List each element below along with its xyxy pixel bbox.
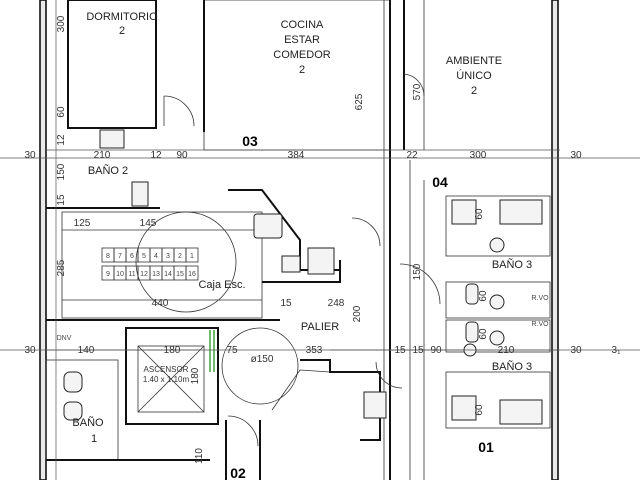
room-ascensor-size: 1.40 x 1.10m: [143, 375, 190, 384]
room-ambiente-number: 2: [471, 85, 477, 97]
dim-180: 180: [164, 345, 181, 356]
stair-step-number: 3: [166, 253, 170, 260]
dim-140: 140: [78, 345, 95, 356]
door-swings: [163, 73, 441, 447]
stair-step-number: 15: [176, 271, 184, 278]
dim-180-v: 180: [190, 367, 201, 384]
stair-step-number: 11: [128, 271, 135, 278]
green-marks: [209, 330, 215, 372]
dim-22: 22: [406, 150, 418, 161]
room-bano3-top: BAÑO 3: [492, 258, 532, 271]
stair-step-number: 5: [142, 253, 146, 260]
unit-03: 03: [242, 133, 258, 149]
dim-15-b: 15: [280, 298, 292, 309]
dim-15-d: 15: [412, 345, 424, 356]
room-cocina-line2: ESTAR: [284, 34, 320, 46]
dim-625: 625: [354, 93, 365, 110]
dim-12-a: 12: [56, 134, 67, 146]
room-ascensor-name: ASCENSOR: [144, 365, 189, 374]
room-bano1-number: 1: [91, 433, 97, 445]
unit-04: 04: [432, 174, 448, 190]
dim-60-a: 60: [56, 106, 67, 118]
stair-step-number: 1: [190, 253, 194, 260]
dim-phi150: ø150: [251, 354, 274, 365]
room-labels: DORMITORIO 2 COCINA ESTAR COMEDOR 2 AMBI…: [72, 11, 532, 445]
dim-300-right: 300: [470, 150, 487, 161]
label-dnv: DNV: [57, 335, 72, 342]
room-caja-esc: Caja Esc.: [198, 279, 245, 291]
walls: [39, 0, 560, 480]
stair-step-number: 12: [140, 271, 148, 278]
stair-step-number: 10: [116, 271, 124, 278]
dim-285: 285: [56, 259, 67, 276]
dim-12-b: 12: [150, 150, 162, 161]
stair-step-number: 7: [118, 253, 122, 260]
room-bano1-name: BAÑO: [72, 416, 104, 429]
dim-248: 248: [328, 298, 345, 309]
stair-step-number: 14: [164, 271, 172, 278]
room-bano3-bottom: BAÑO 3: [492, 360, 532, 373]
stair-step-number: 13: [152, 271, 160, 278]
dim-210-b: 210: [498, 345, 515, 356]
dim-31: 3₁: [612, 345, 622, 356]
room-cocina-number: 2: [299, 64, 305, 76]
dim-110: 110: [194, 448, 205, 464]
dim-200: 200: [352, 305, 363, 322]
unit-02: 02: [230, 465, 246, 480]
room-palier: PALIER: [301, 321, 339, 333]
dim-125: 125: [74, 218, 91, 229]
label-rv-1: R.VO: [531, 295, 549, 302]
dim-30-mr: 30: [570, 345, 582, 356]
dim-15-v: 15: [56, 194, 67, 206]
unit-01: 01: [478, 439, 494, 455]
dim-30-tr: 30: [570, 150, 582, 161]
dim-150-r: 150: [412, 263, 423, 280]
dim-384: 384: [288, 150, 305, 161]
room-cocina-line3: COMEDOR: [273, 49, 331, 61]
room-bano2: BAÑO 2: [88, 164, 128, 177]
dim-60-b: 60: [474, 208, 485, 220]
dim-440: 440: [152, 298, 169, 309]
room-ambiente-line1: AMBIENTE: [446, 55, 502, 67]
dim-60-e: 60: [474, 404, 485, 416]
dim-90: 90: [176, 150, 188, 161]
room-ambiente-line2: ÚNICO: [456, 69, 492, 82]
dim-60-d: 60: [478, 328, 489, 340]
unit-labels: 03 04 01 02: [230, 133, 494, 480]
stair-step-number: 16: [188, 271, 196, 278]
dim-145: 145: [140, 218, 157, 229]
stair-step: [185, 265, 199, 281]
dim-150-v: 150: [56, 163, 67, 180]
dim-300-left: 300: [56, 15, 67, 32]
dim-353: 353: [306, 345, 323, 356]
room-dormitorio-number: 2: [119, 25, 125, 37]
dim-90-b: 90: [430, 345, 442, 356]
dim-210: 210: [94, 150, 111, 161]
dim-30-tl: 30: [24, 150, 36, 161]
dim-570: 570: [412, 83, 423, 100]
stair-step-number: 2: [178, 253, 182, 260]
stair-step-number: 4: [154, 253, 158, 260]
room-dormitorio-name: DORMITORIO: [86, 11, 158, 23]
stair-step: [101, 247, 115, 263]
dimension-labels: 300 60 12 210 12 90 384 22 300 30 30 150…: [24, 15, 621, 464]
stair-step-number: 8: [106, 253, 110, 260]
dim-15-c: 15: [394, 345, 406, 356]
dim-75: 75: [226, 345, 238, 356]
stair-step-number: 6: [130, 253, 134, 260]
stair-step-number: 9: [106, 271, 110, 278]
dim-60-c: 60: [478, 290, 489, 302]
room-cocina-line1: COCINA: [281, 19, 324, 31]
dim-30-ml: 30: [24, 345, 36, 356]
label-rv-2: R.VO: [531, 321, 549, 328]
fixtures: [63, 129, 543, 425]
